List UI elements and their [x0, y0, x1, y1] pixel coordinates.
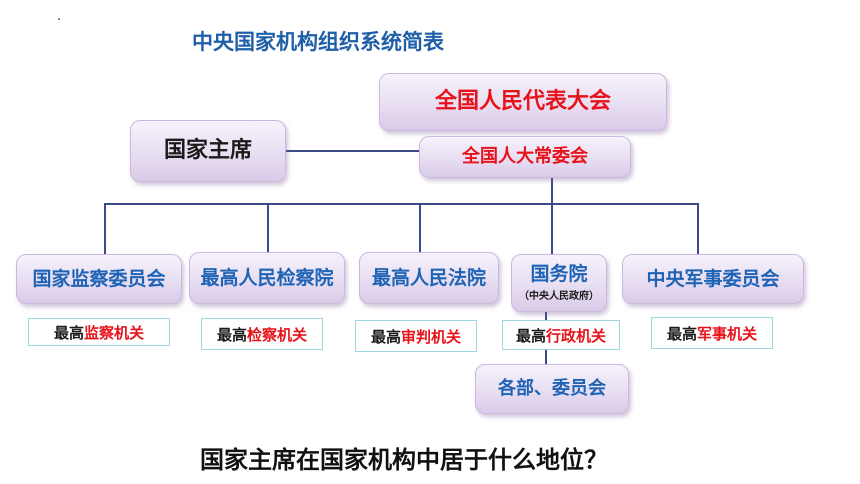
- role-prefix: 最高: [515, 326, 546, 345]
- decorative-dot: [58, 18, 60, 20]
- organ-name: 最高人民检察院: [200, 266, 334, 289]
- npc-standing-committee-box: 全国人大常委会: [419, 136, 631, 178]
- connector-standing-down: [551, 177, 553, 254]
- connector-drop-2: [267, 203, 269, 252]
- role-prefix: 最高: [216, 325, 247, 344]
- role-highlight: 军事机关: [697, 324, 758, 343]
- organ-box-supervision: 国家监察委员会: [16, 254, 182, 304]
- organ-name: 国家监察委员会: [32, 267, 166, 290]
- organ-box-court: 最高人民法院: [359, 252, 499, 304]
- connector-president-standing: [286, 150, 420, 152]
- organ-name: 国务院: [530, 262, 588, 285]
- organ-subtitle: （中央人民政府）: [519, 291, 599, 303]
- question-text: 国家主席在国家机构中居于什么地位？: [200, 446, 608, 474]
- role-label-state-council: 最高行政机关: [502, 320, 620, 350]
- organ-name: 最高人民法院: [371, 266, 486, 289]
- role-label-military: 最高军事机关: [651, 317, 773, 349]
- ministries-label: 各部、委员会: [498, 378, 606, 400]
- role-label-court: 最高审判机关: [355, 320, 477, 352]
- role-label-supervision: 最高监察机关: [28, 318, 170, 346]
- role-label-procuratorate: 最高检察机关: [201, 318, 323, 350]
- connector-drop-3: [419, 203, 421, 252]
- president-label: 国家主席: [163, 137, 252, 163]
- role-highlight: 检察机关: [247, 325, 308, 344]
- ministries-box: 各部、委员会: [475, 364, 629, 414]
- connector-drop-1: [104, 203, 106, 255]
- role-prefix: 最高: [53, 323, 84, 342]
- npc-box: 全国人民代表大会: [379, 73, 667, 131]
- diagram-title: 中央国家机构组织系统简表: [192, 30, 444, 54]
- npc-label: 全国人民代表大会: [434, 88, 611, 114]
- role-highlight: 行政机关: [546, 326, 607, 345]
- npc-standing-committee-label: 全国人大常委会: [462, 146, 588, 168]
- role-highlight: 监察机关: [84, 323, 145, 342]
- connector-horizontal-bus: [104, 203, 699, 205]
- connector-drop-5: [697, 203, 699, 255]
- role-prefix: 最高: [370, 327, 401, 346]
- organ-box-military: 中央军事委员会: [622, 254, 804, 304]
- president-box: 国家主席: [130, 120, 286, 182]
- role-highlight: 审判机关: [401, 327, 462, 346]
- role-prefix: 最高: [666, 324, 697, 343]
- organ-box-procuratorate: 最高人民检察院: [189, 252, 345, 304]
- organ-box-state-council: 国务院 （中央人民政府）: [511, 254, 607, 312]
- organ-name: 中央军事委员会: [646, 267, 780, 290]
